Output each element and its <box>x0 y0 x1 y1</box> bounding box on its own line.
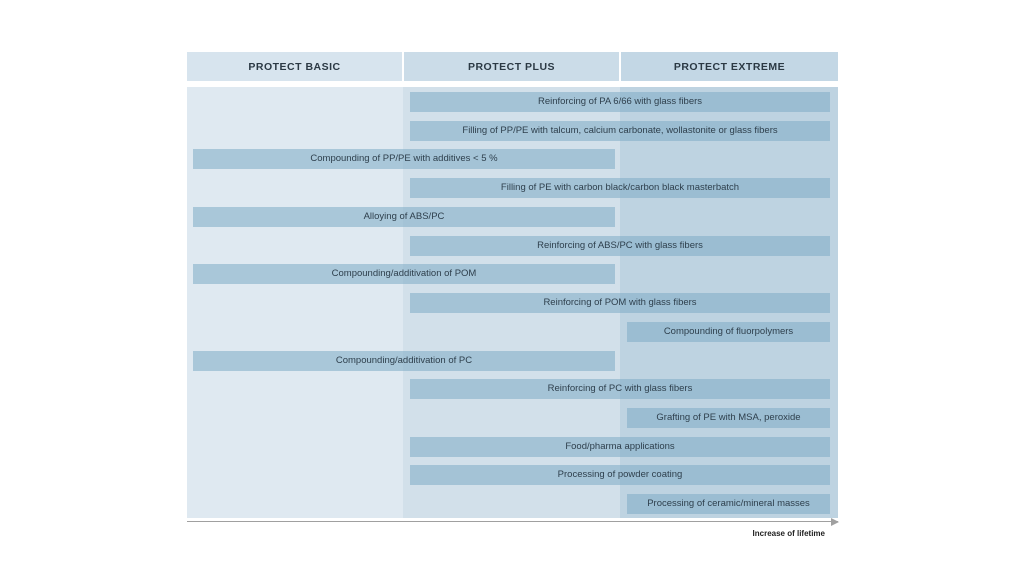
bar-14: Processing of ceramic/mineral masses <box>627 494 830 514</box>
bar-5: Reinforcing of ABS/PC with glass fibers <box>410 236 830 256</box>
axis-arrow <box>187 517 839 526</box>
bar-8: Compounding of fluorpolymers <box>627 322 830 342</box>
column-header-protect-basic: PROTECT BASIC <box>187 52 402 81</box>
bar-label: Reinforcing of ABS/PC with glass fibers <box>537 240 703 251</box>
axis-label: Increase of lifetime <box>752 529 825 538</box>
arrowhead-icon <box>831 517 839 526</box>
bar-label: Filling of PE with carbon black/carbon b… <box>500 182 740 193</box>
bar-7: Reinforcing of POM with glass fibers <box>410 293 830 313</box>
bar-label: Compounding/additivation of POM <box>331 268 477 279</box>
column-header-protect-plus: PROTECT PLUS <box>404 52 619 81</box>
bar-1: Filling of PP/PE with talcum, calcium ca… <box>410 121 830 141</box>
bar-10: Reinforcing of PC with glass fibers <box>410 379 830 399</box>
bar-label: Reinforcing of PA 6/66 with glass fibers <box>537 96 703 107</box>
column-headers: PROTECT BASIC PROTECT PLUS PROTECT EXTRE… <box>187 52 838 81</box>
bar-label: Grafting of PE with MSA, peroxide <box>656 412 801 423</box>
bar-11: Grafting of PE with MSA, peroxide <box>627 408 830 428</box>
chart-body: Reinforcing of PA 6/66 with glass fibers… <box>187 87 838 518</box>
bar-label: Compounding of PP/PE with additives < 5 … <box>310 153 498 164</box>
bar-label: Processing of powder coating <box>557 469 683 480</box>
bar-label: Reinforcing of POM with glass fibers <box>543 297 697 308</box>
bar-12: Food/pharma applications <box>410 437 830 457</box>
bar-label: Food/pharma applications <box>565 441 675 452</box>
bar-9: Compounding/additivation of PC <box>193 351 615 371</box>
lifetime-chart: PROTECT BASIC PROTECT PLUS PROTECT EXTRE… <box>187 52 839 538</box>
bar-0: Reinforcing of PA 6/66 with glass fibers <box>410 92 830 112</box>
column-header-protect-extreme: PROTECT EXTREME <box>621 52 838 81</box>
bar-label: Processing of ceramic/mineral masses <box>647 498 810 509</box>
bar-label: Compounding of fluorpolymers <box>663 326 794 337</box>
bar-label: Filling of PP/PE with talcum, calcium ca… <box>462 125 778 136</box>
bar-label: Compounding/additivation of PC <box>335 355 473 366</box>
bar-13: Processing of powder coating <box>410 465 830 485</box>
bar-6: Compounding/additivation of POM <box>193 264 615 284</box>
bar-3: Filling of PE with carbon black/carbon b… <box>410 178 830 198</box>
bar-label: Alloying of ABS/PC <box>363 211 445 222</box>
bar-label: Reinforcing of PC with glass fibers <box>547 383 693 394</box>
lifetime-axis: Increase of lifetime <box>187 517 839 538</box>
bar-4: Alloying of ABS/PC <box>193 207 615 227</box>
bar-2: Compounding of PP/PE with additives < 5 … <box>193 149 615 169</box>
